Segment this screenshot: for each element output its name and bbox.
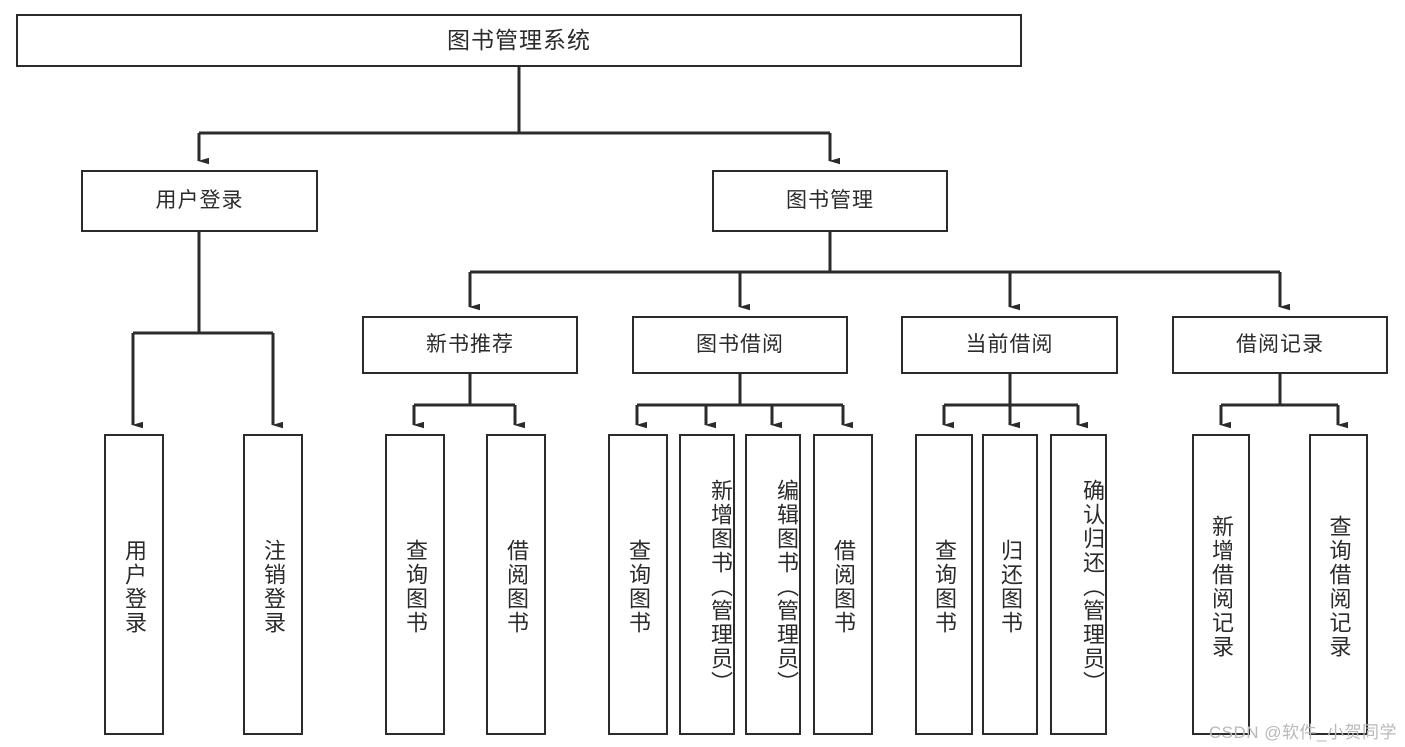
node-label: 注销登录 bbox=[260, 538, 286, 635]
node-user-login[interactable]: 用户登录 bbox=[81, 170, 318, 232]
leaf-borrow-book-1[interactable]: 借阅图书 bbox=[486, 434, 546, 735]
node-label: 新书推荐 bbox=[426, 333, 514, 357]
leaf-edit-book[interactable]: 编辑图书（管理员） bbox=[745, 434, 801, 735]
node-label: 编辑图书（管理员） bbox=[774, 478, 799, 695]
node-label: 借阅图书 bbox=[830, 538, 856, 635]
node-book-manage[interactable]: 图书管理 bbox=[712, 170, 948, 232]
node-label: 新增图书（管理员） bbox=[708, 478, 733, 695]
node-new-book-recommend[interactable]: 新书推荐 bbox=[362, 316, 578, 374]
leaf-query-book-2[interactable]: 查询图书 bbox=[608, 434, 668, 735]
leaf-return-book[interactable]: 归还图书 bbox=[982, 434, 1038, 735]
leaf-add-record[interactable]: 新增借阅记录 bbox=[1192, 434, 1250, 735]
node-label: 图书管理 bbox=[786, 189, 874, 213]
leaf-add-book[interactable]: 新增图书（管理员） bbox=[679, 434, 735, 735]
node-label: 查询图书 bbox=[931, 538, 957, 635]
node-label: 用户登录 bbox=[121, 538, 147, 635]
leaf-query-record[interactable]: 查询借阅记录 bbox=[1309, 434, 1368, 735]
leaf-borrow-book-2[interactable]: 借阅图书 bbox=[813, 434, 873, 735]
node-label: 当前借阅 bbox=[965, 333, 1054, 357]
leaf-logout[interactable]: 注销登录 bbox=[243, 434, 303, 735]
leaf-confirm-return[interactable]: 确认归还（管理员） bbox=[1050, 434, 1107, 735]
node-label: 用户登录 bbox=[155, 189, 244, 213]
node-label: 查询图书 bbox=[402, 538, 428, 635]
leaf-query-book-3[interactable]: 查询图书 bbox=[915, 434, 973, 735]
node-label: 确认归还（管理员） bbox=[1080, 478, 1105, 695]
node-label: 借阅图书 bbox=[503, 538, 529, 635]
node-root-system[interactable]: 图书管理系统 bbox=[16, 14, 1022, 67]
node-label: 查询图书 bbox=[625, 538, 651, 635]
node-current-borrow[interactable]: 当前借阅 bbox=[901, 316, 1118, 374]
node-label: 查询借阅记录 bbox=[1326, 514, 1352, 659]
node-label: 新增借阅记录 bbox=[1208, 514, 1234, 659]
node-label: 图书管理系统 bbox=[447, 26, 591, 53]
watermark-text: CSDN @软件_小贺同学 bbox=[1208, 723, 1397, 742]
node-label: 借阅记录 bbox=[1236, 333, 1324, 357]
node-borrow-record[interactable]: 借阅记录 bbox=[1172, 316, 1388, 374]
node-book-borrow[interactable]: 图书借阅 bbox=[632, 316, 848, 374]
node-label: 图书借阅 bbox=[696, 333, 784, 357]
leaf-user-login[interactable]: 用户登录 bbox=[104, 434, 164, 735]
leaf-query-book-1[interactable]: 查询图书 bbox=[385, 434, 445, 735]
node-label: 归还图书 bbox=[997, 538, 1023, 635]
